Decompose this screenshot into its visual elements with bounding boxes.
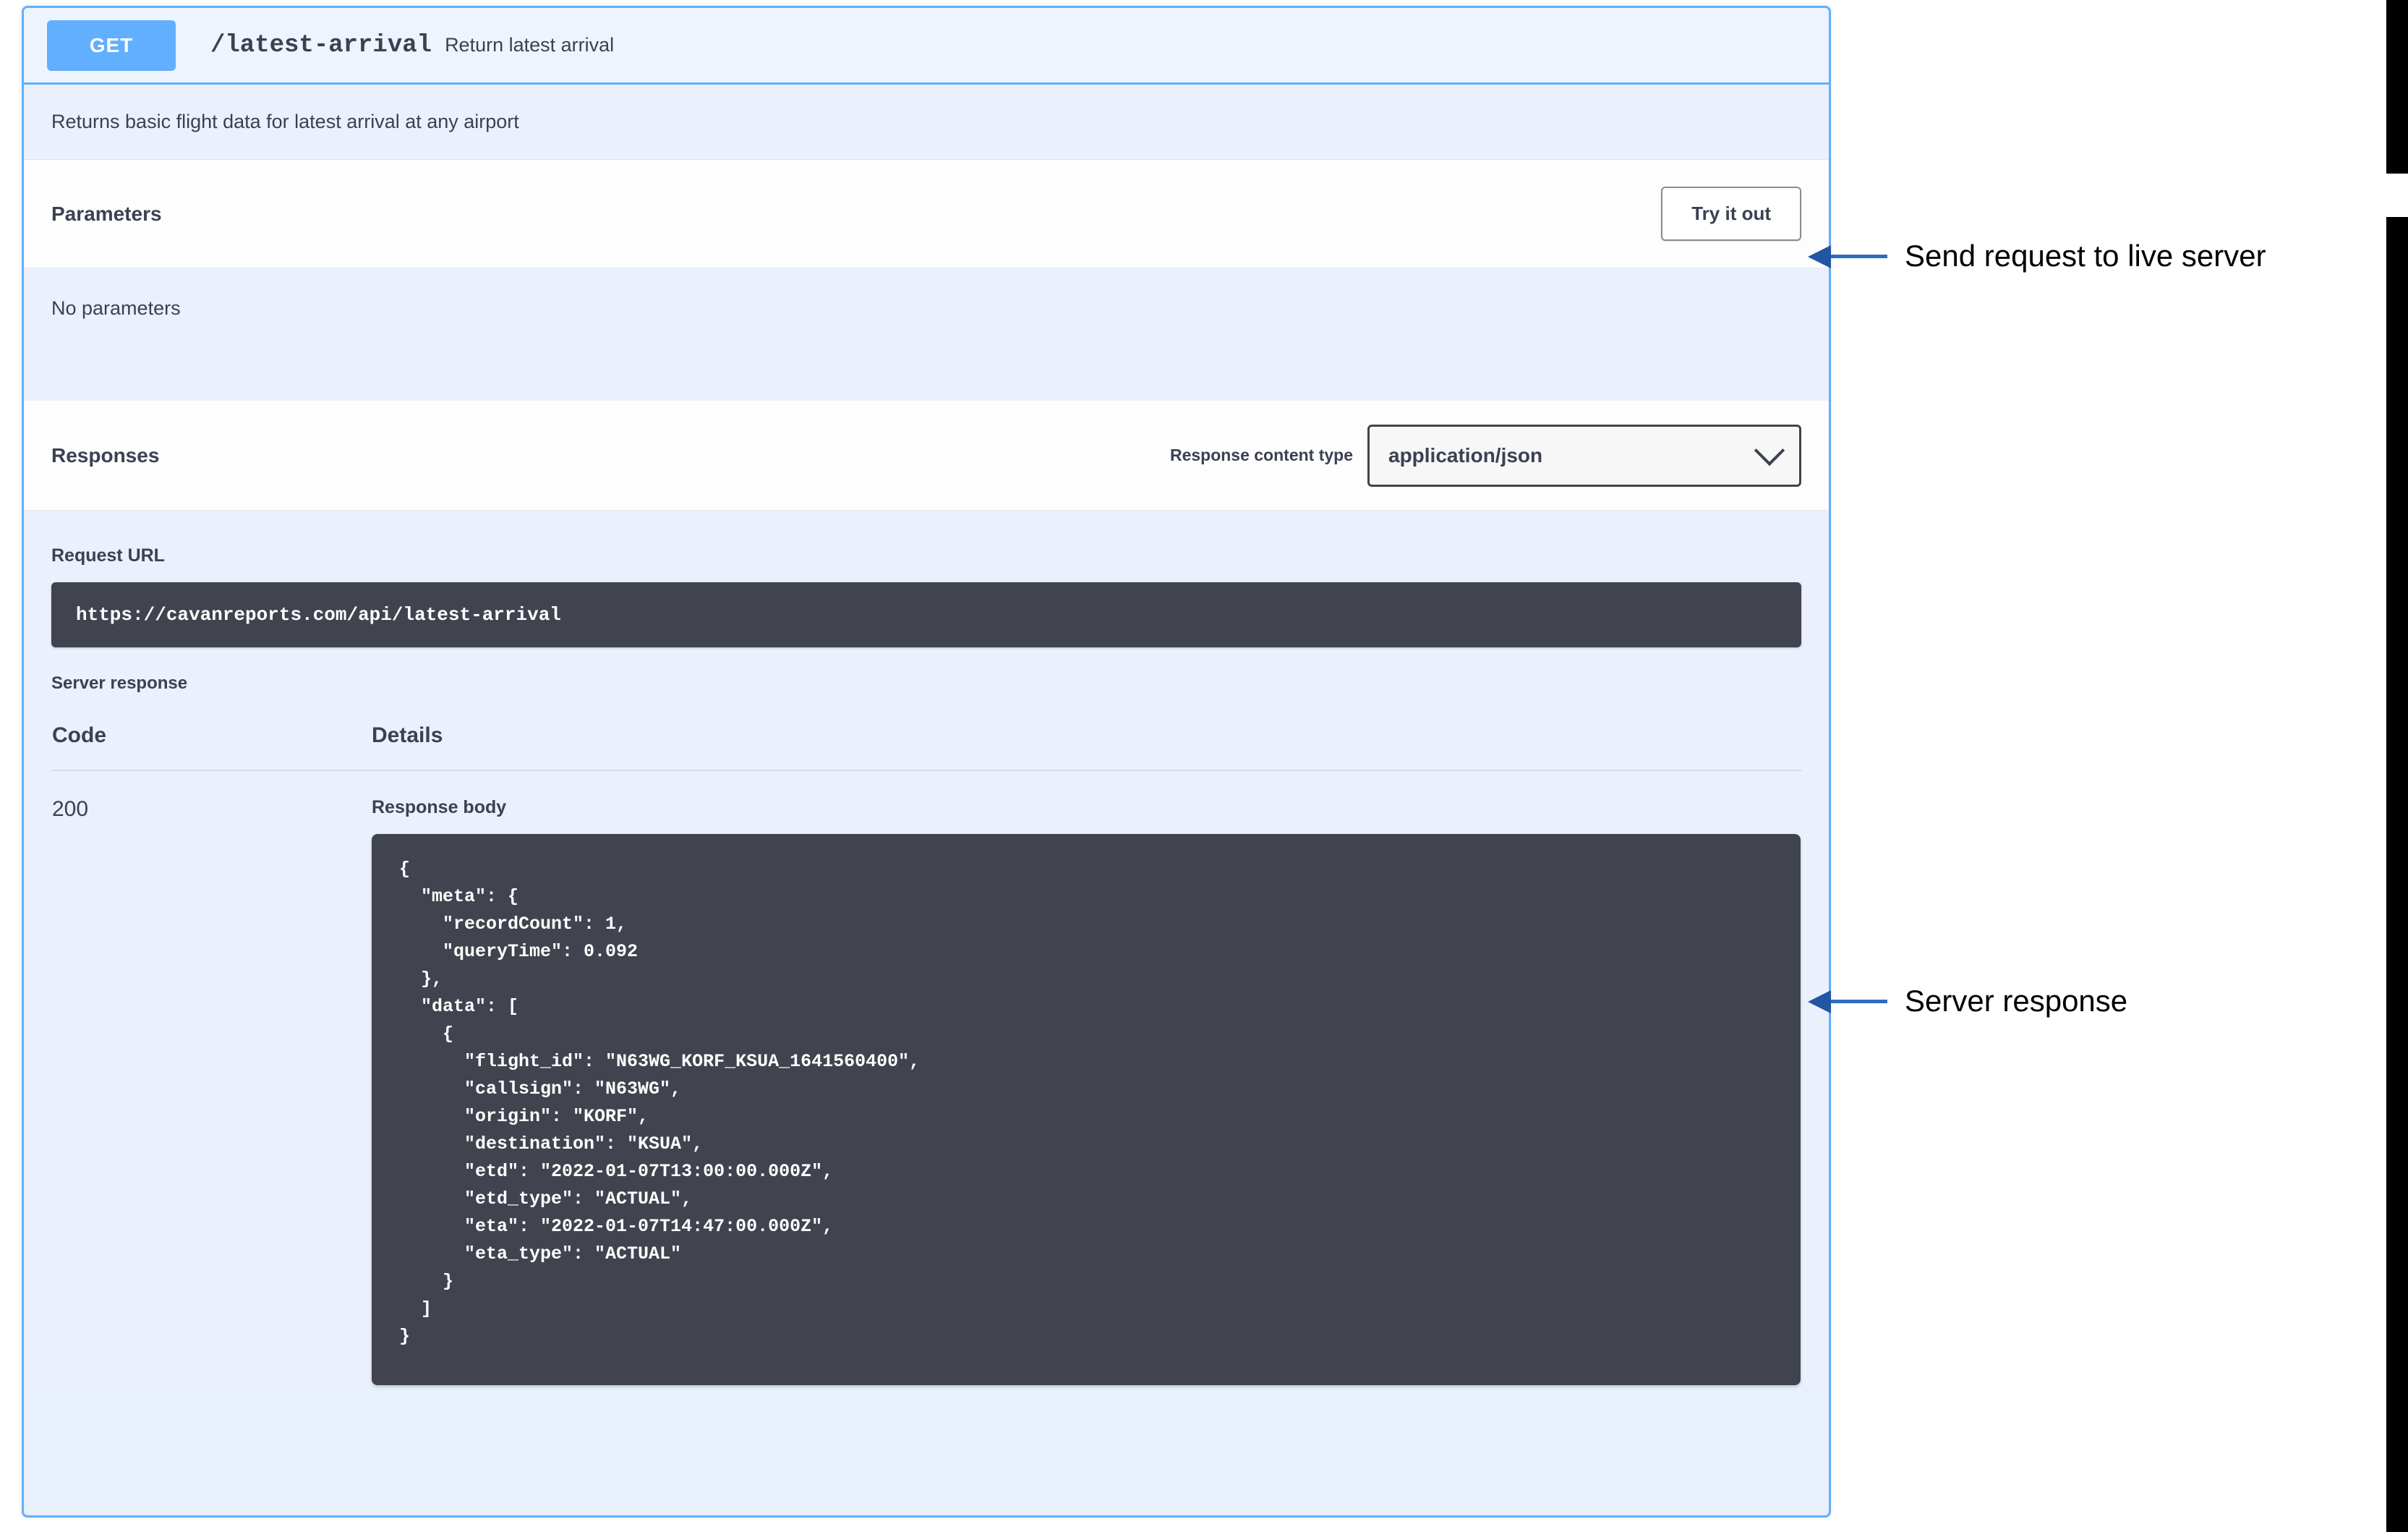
no-parameters-text: No parameters [24,268,1829,401]
operation-summary-header[interactable]: GET /latest-arrival Return latest arriva… [24,8,1829,85]
chevron-down-icon [1754,435,1785,465]
arrow-head [1808,990,1831,1013]
responses-header: Responses Response content type applicat… [24,401,1829,511]
annotation-server-response: Server response [1808,984,2127,1018]
response-content-type-select[interactable]: application/json [1367,425,1801,487]
table-header-row: Code Details [51,723,1801,770]
request-url-value: https://cavanreports.com/api/latest-arri… [76,604,1777,626]
request-url-label: Request URL [51,545,1801,566]
table-row: 200 Response body { "meta": { "recordCou… [51,770,1801,1386]
page-edge-bar-bottom [2386,217,2408,1532]
operation-path: /latest-arrival [210,32,432,59]
response-body-json: { "meta": { "recordCount": 1, "queryTime… [399,856,1773,1350]
response-body-box[interactable]: { "meta": { "recordCount": 1, "queryTime… [372,834,1801,1385]
arrow-left-icon [1808,990,1887,1012]
annotation-try-it-out: Send request to live server [1808,239,2266,273]
column-header-details: Details [371,723,1801,770]
page-edge-bar-top [2386,0,2408,174]
response-body-label: Response body [372,797,1801,818]
arrow-head [1808,245,1831,268]
server-response-label: Server response [51,673,1801,694]
try-it-out-button[interactable]: Try it out [1661,187,1801,241]
http-method-badge: GET [47,20,176,71]
operation-summary-text: Return latest arrival [445,34,614,56]
api-operation-block: GET /latest-arrival Return latest arriva… [22,6,1831,1518]
responses-title: Responses [51,444,159,467]
response-code-cell: 200 [51,770,371,1386]
column-header-code: Code [51,723,371,770]
operation-description: Returns basic flight data for latest arr… [24,85,1829,160]
annotation-label: Server response [1905,984,2127,1018]
parameters-title: Parameters [51,203,162,226]
parameters-header: Parameters Try it out [24,160,1829,268]
response-content-type-label: Response content type [1170,446,1353,465]
annotation-label: Send request to live server [1905,239,2266,273]
arrow-left-icon [1808,245,1887,267]
response-details-cell: Response body { "meta": { "recordCount":… [371,770,1801,1386]
arrow-line [1825,255,1887,258]
server-response-table: Code Details 200 Response body { "meta":… [51,723,1801,1386]
arrow-line [1825,1000,1887,1003]
responses-body-area: Request URL https://cavanreports.com/api… [24,511,1829,1386]
request-url-box: https://cavanreports.com/api/latest-arri… [51,582,1801,647]
response-content-type-value: application/json [1388,444,1759,467]
